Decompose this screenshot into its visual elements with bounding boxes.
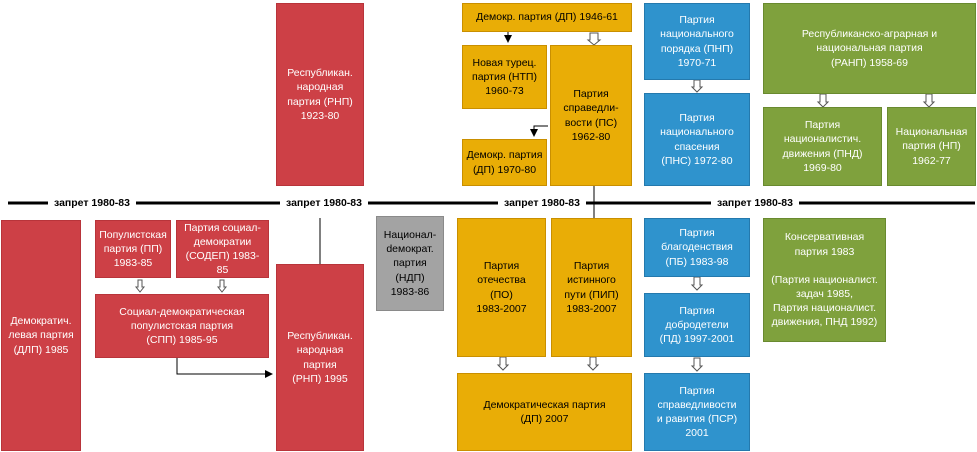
pnd-box: Партия националистич. движения (ПНД) 196…	[763, 107, 882, 186]
dp-2007-box: Демократическая партия (ДП) 2007	[457, 373, 632, 451]
ranp-box: Республиканско-аграрная и национальная п…	[763, 3, 976, 94]
ban-label-3: запрет 1980-83	[498, 196, 586, 210]
ps-box: Партия справедли- вости (ПС) 1962-80	[550, 45, 632, 186]
ps-to-dp1970-arrow	[530, 125, 548, 137]
dp-1946-box: Демокр. партия (ДП) 1946-61	[462, 3, 632, 32]
spp-to-rnp-arrow	[176, 358, 273, 378]
sodep-box: Партия социал- демократии (СОДЕП) 1983-8…	[176, 220, 269, 278]
psr-box: Партия справедливости и равития (ПСР) 20…	[644, 373, 750, 451]
spp-box: Социал-демократическая популистская парт…	[95, 294, 269, 358]
ntp-box: Новая турец. партия (НТП) 1960-73	[462, 45, 547, 109]
pd-box: Партия добродетели (ПД) 1997-2001	[644, 293, 750, 357]
pb-box: Партия благоденствия (ПБ) 1983-98	[644, 218, 750, 277]
ban-label-4: запрет 1980-83	[711, 196, 799, 210]
np-box: Национальная партия (НП) 1962-77	[887, 107, 976, 186]
pip-box: Партия истинного пути (ПИП) 1983-2007	[551, 218, 632, 357]
dlp-box: Демократич. левая партия (ДЛП) 1985	[1, 220, 81, 451]
ndp-box: Национал- dемократ. партия (НДП) 1983-86	[376, 216, 444, 311]
hollow-arrows	[134, 32, 936, 372]
ban-label-1: запрет 1980-83	[48, 196, 136, 210]
rnp-1923-box: Республикан. народная партия (РНП) 1923-…	[276, 3, 364, 186]
pnp-box: Партия национального порядка (ПНП) 1970-…	[644, 3, 750, 80]
pns-box: Партия национального спасения (ПНС) 1972…	[644, 93, 750, 186]
conservative-box: Консервативная партия 1983 (Партия нацио…	[763, 218, 886, 342]
po-box: Партия отечества (ПО) 1983-2007	[457, 218, 546, 357]
ban-label-2: запрет 1980-83	[280, 196, 368, 210]
rnp-1995-box: Республикан. народная партия (РНП) 1995	[276, 264, 364, 451]
dp-1970-box: Демокр. партия (ДП) 1970-80	[462, 139, 547, 186]
pp-box: Популистская партия (ПП) 1983-85	[95, 220, 171, 278]
